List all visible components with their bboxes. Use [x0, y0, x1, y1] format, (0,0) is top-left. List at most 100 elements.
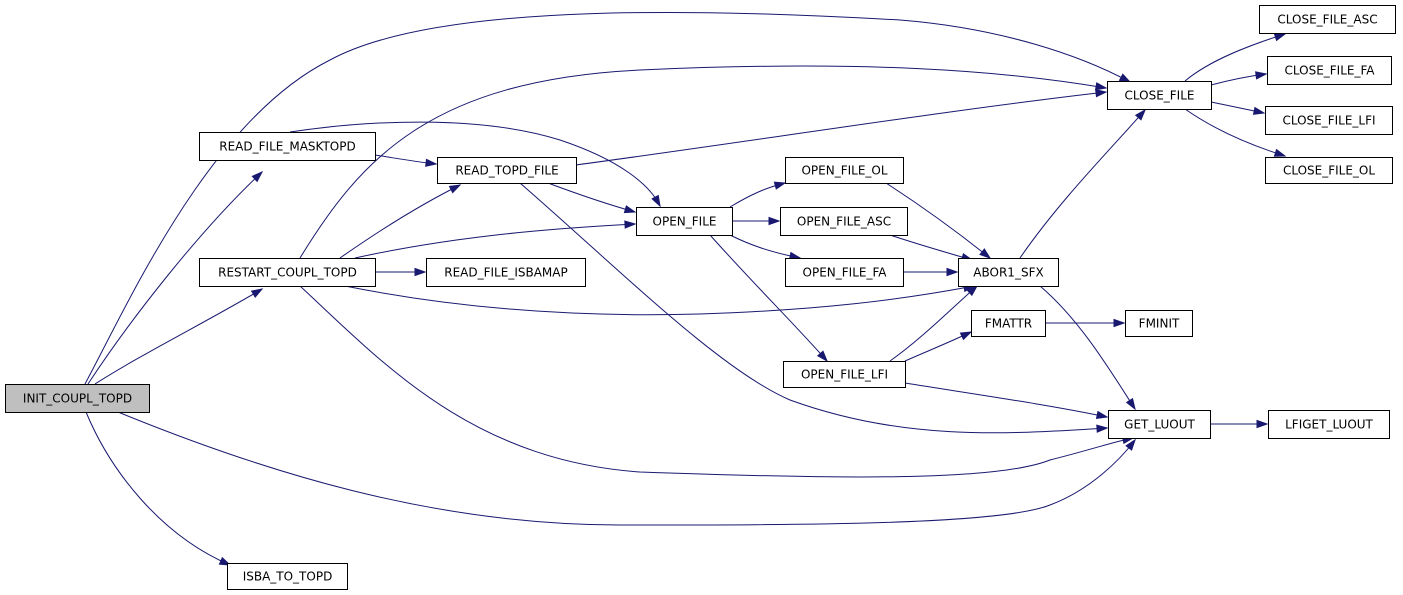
edge-open_file_lfi-to-abor1_sfx	[889, 284, 979, 362]
edge-layer	[84, 11, 1287, 566]
node-open-file-ol[interactable]: OPEN_FILE_OL	[785, 157, 904, 184]
edge-line	[1019, 109, 1146, 259]
arrowhead	[946, 267, 959, 277]
edge-restart_coupl_topd-to-read_topd_file	[339, 184, 462, 259]
edge-line	[575, 91, 1107, 166]
node-box	[1108, 410, 1211, 439]
edge-line	[547, 182, 636, 213]
edge-open_file_asc-to-abor1_sfx	[889, 234, 974, 262]
edge-init_coupl_topd-to-isba_to_topd	[85, 411, 232, 566]
arrowhead	[1095, 410, 1109, 419]
node-abor1-sfx[interactable]: ABOR1_SFX	[958, 258, 1059, 287]
arrowhead	[251, 170, 264, 183]
node-box	[636, 207, 733, 236]
node-label: CLOSE_FILE	[1125, 89, 1195, 103]
edge-read_file_masktopd-to-read_topd_file	[374, 154, 438, 167]
node-open-file-asc[interactable]: OPEN_FILE_ASC	[780, 207, 908, 236]
node-box	[199, 258, 376, 287]
edge-open_file-to-open_file_asc	[732, 216, 781, 226]
node-restart-coupl-topd[interactable]: RESTART_COUPL_TOPD	[199, 258, 376, 287]
node-get-luout[interactable]: GET_LUOUT	[1108, 410, 1211, 439]
edge-abor1_sfx-to-close_file	[1019, 108, 1147, 259]
arrowhead	[966, 284, 979, 297]
edge-open_file_lfi-to-fmattr	[904, 331, 973, 362]
edge-line	[344, 285, 975, 316]
edge-open_file_lfi-to-get_luout	[904, 382, 1109, 419]
node-box	[1265, 106, 1393, 135]
arrowhead	[959, 331, 973, 341]
edge-line	[1184, 33, 1286, 82]
node-read-file-masktopd[interactable]: READ_FILE_MASKTOPD	[199, 132, 376, 161]
node-box	[783, 361, 906, 388]
node-label: GET_LUOUT	[1124, 418, 1195, 432]
arrowhead	[816, 350, 829, 363]
arrowhead	[1096, 424, 1109, 433]
node-fmattr[interactable]: FMATTR	[971, 310, 1046, 337]
node-box	[1259, 5, 1396, 34]
node-box	[227, 563, 348, 590]
edge-close_file-to-close_file_ol	[1184, 108, 1287, 157]
edge-close_file-to-close_file_lfi	[1210, 101, 1266, 115]
arrowhead	[624, 220, 637, 229]
node-open-file[interactable]: OPEN_FILE	[636, 207, 733, 236]
edge-line	[354, 223, 636, 259]
edge-read_file_masktopd-to-open_file	[289, 121, 661, 208]
arrowhead	[414, 267, 427, 277]
node-box	[1107, 81, 1212, 110]
arrowhead	[773, 181, 787, 190]
node-label: CLOSE_FILE_LFI	[1282, 114, 1375, 128]
edge-read_topd_file-to-open_file	[547, 182, 637, 214]
edge-fmattr-to-fminit	[1045, 318, 1126, 328]
node-close-file-lfi[interactable]: CLOSE_FILE_LFI	[1265, 106, 1393, 135]
node-close-file-fa[interactable]: CLOSE_FILE_FA	[1267, 56, 1392, 85]
node-label: OPEN_FILE_LFI	[801, 368, 888, 382]
edge-restart_coupl_topd-to-open_file	[354, 220, 637, 259]
node-label: OPEN_FILE_FA	[803, 266, 888, 280]
node-box	[785, 157, 904, 184]
arrowhead	[448, 184, 462, 194]
edge-line	[904, 382, 1108, 418]
node-close-file-asc[interactable]: CLOSE_FILE_ASC	[1259, 5, 1396, 34]
node-label: ABOR1_SFX	[973, 266, 1043, 280]
node-open-file-lfi[interactable]: OPEN_FILE_LFI	[783, 361, 906, 388]
node-label: FMATTR	[985, 317, 1032, 331]
node-open-file-fa[interactable]: OPEN_FILE_FA	[785, 258, 904, 287]
edge-line	[1184, 108, 1286, 157]
edge-line	[1039, 285, 1136, 410]
edge-open_file-to-open_file_lfi	[709, 234, 829, 363]
node-init-coupl-topd[interactable]: INIT_COUPL_TOPD	[5, 384, 150, 413]
node-read-topd-file[interactable]: READ_TOPD_FILE	[437, 157, 577, 184]
arrowhead	[1113, 318, 1126, 328]
node-label: FMINIT	[1139, 317, 1180, 331]
edge-line	[709, 234, 828, 362]
node-isba-to-topd[interactable]: ISBA_TO_TOPD	[227, 563, 348, 590]
edge-line	[84, 11, 1131, 385]
node-box	[780, 207, 908, 236]
edge-init_coupl_topd-to-restart_coupl_topd	[94, 288, 264, 385]
arrowhead	[250, 288, 264, 298]
node-box	[1125, 310, 1193, 337]
edge-line	[885, 182, 991, 259]
arrowhead	[1134, 108, 1147, 121]
node-lfiget-luout[interactable]: LFIGET_LUOUT	[1268, 410, 1390, 439]
arrowhead	[1273, 33, 1287, 42]
node-box	[1268, 410, 1390, 439]
edge-get_luout-to-lfiget_luout	[1210, 419, 1269, 429]
node-label: CLOSE_FILE_ASC	[1277, 13, 1377, 27]
node-fminit[interactable]: FMINIT	[1125, 310, 1193, 337]
edge-line	[87, 171, 263, 385]
arrowhead	[1252, 106, 1266, 115]
edge-init_coupl_topd-to-close_file	[84, 11, 1132, 385]
node-label: OPEN_FILE	[653, 215, 717, 229]
node-close-file-ol[interactable]: CLOSE_FILE_OL	[1265, 157, 1393, 184]
node-label: OPEN_FILE_OL	[801, 164, 887, 178]
node-read-file-isbamap[interactable]: READ_FILE_ISBAMAP	[426, 258, 586, 287]
node-label: CLOSE_FILE_OL	[1283, 164, 1375, 178]
node-close-file[interactable]: CLOSE_FILE	[1107, 81, 1212, 110]
node-label: INIT_COUPL_TOPD	[23, 392, 132, 406]
edge-line	[94, 288, 263, 385]
edge-read_topd_file-to-get_luout	[519, 182, 1109, 434]
edge-line	[117, 411, 1136, 526]
edge-abor1_sfx-to-get_luout	[1039, 285, 1136, 411]
